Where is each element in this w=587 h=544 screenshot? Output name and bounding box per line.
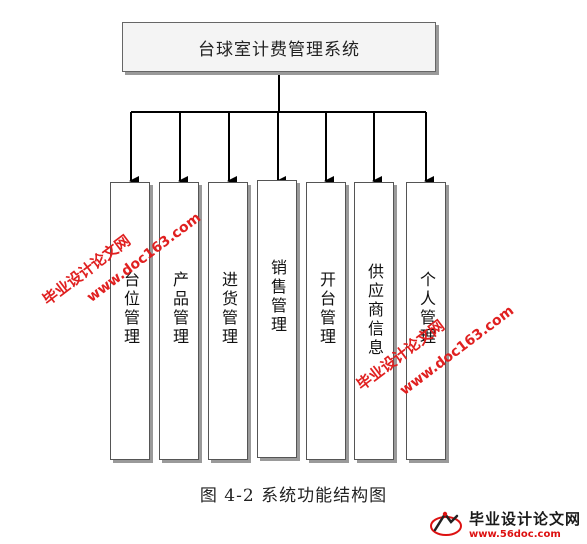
- child-node-purchase-management: 进货管理: [208, 182, 248, 460]
- root-node: 台球室计费管理系统: [122, 22, 436, 72]
- child-node-sales-management: 销售管理: [257, 180, 297, 458]
- logo-icon: [429, 511, 462, 536]
- logo-url: www.56doc.com: [468, 529, 561, 540]
- child-node-label: 产品管理: [170, 271, 189, 347]
- child-node-open-table-management: 开台管理: [306, 182, 346, 460]
- root-node-label: 台球室计费管理系统: [198, 39, 360, 60]
- logo-title: 毕业设计论文网: [468, 510, 581, 528]
- site-logo: 毕业设计论文网 www.56doc.com: [429, 508, 581, 540]
- child-node-label: 开台管理: [317, 271, 336, 347]
- child-node-label: 进货管理: [219, 271, 238, 347]
- child-node-supplier-info: 供应商信息: [354, 182, 394, 460]
- child-node-label: 个人管理: [417, 271, 436, 347]
- child-node-product-management: 产品管理: [159, 182, 199, 460]
- child-node-label: 销售管理: [268, 259, 287, 335]
- child-node-label: 台位管理: [121, 271, 140, 347]
- figure-caption: 图 4-2 系统功能结构图: [199, 486, 388, 506]
- child-node-personal-management: 个人管理: [406, 182, 446, 460]
- logo-text: 毕业设计论文网 www.56doc.com: [469, 508, 581, 540]
- child-node-table-management: 台位管理: [110, 182, 150, 460]
- child-node-label: 供应商信息: [365, 263, 384, 358]
